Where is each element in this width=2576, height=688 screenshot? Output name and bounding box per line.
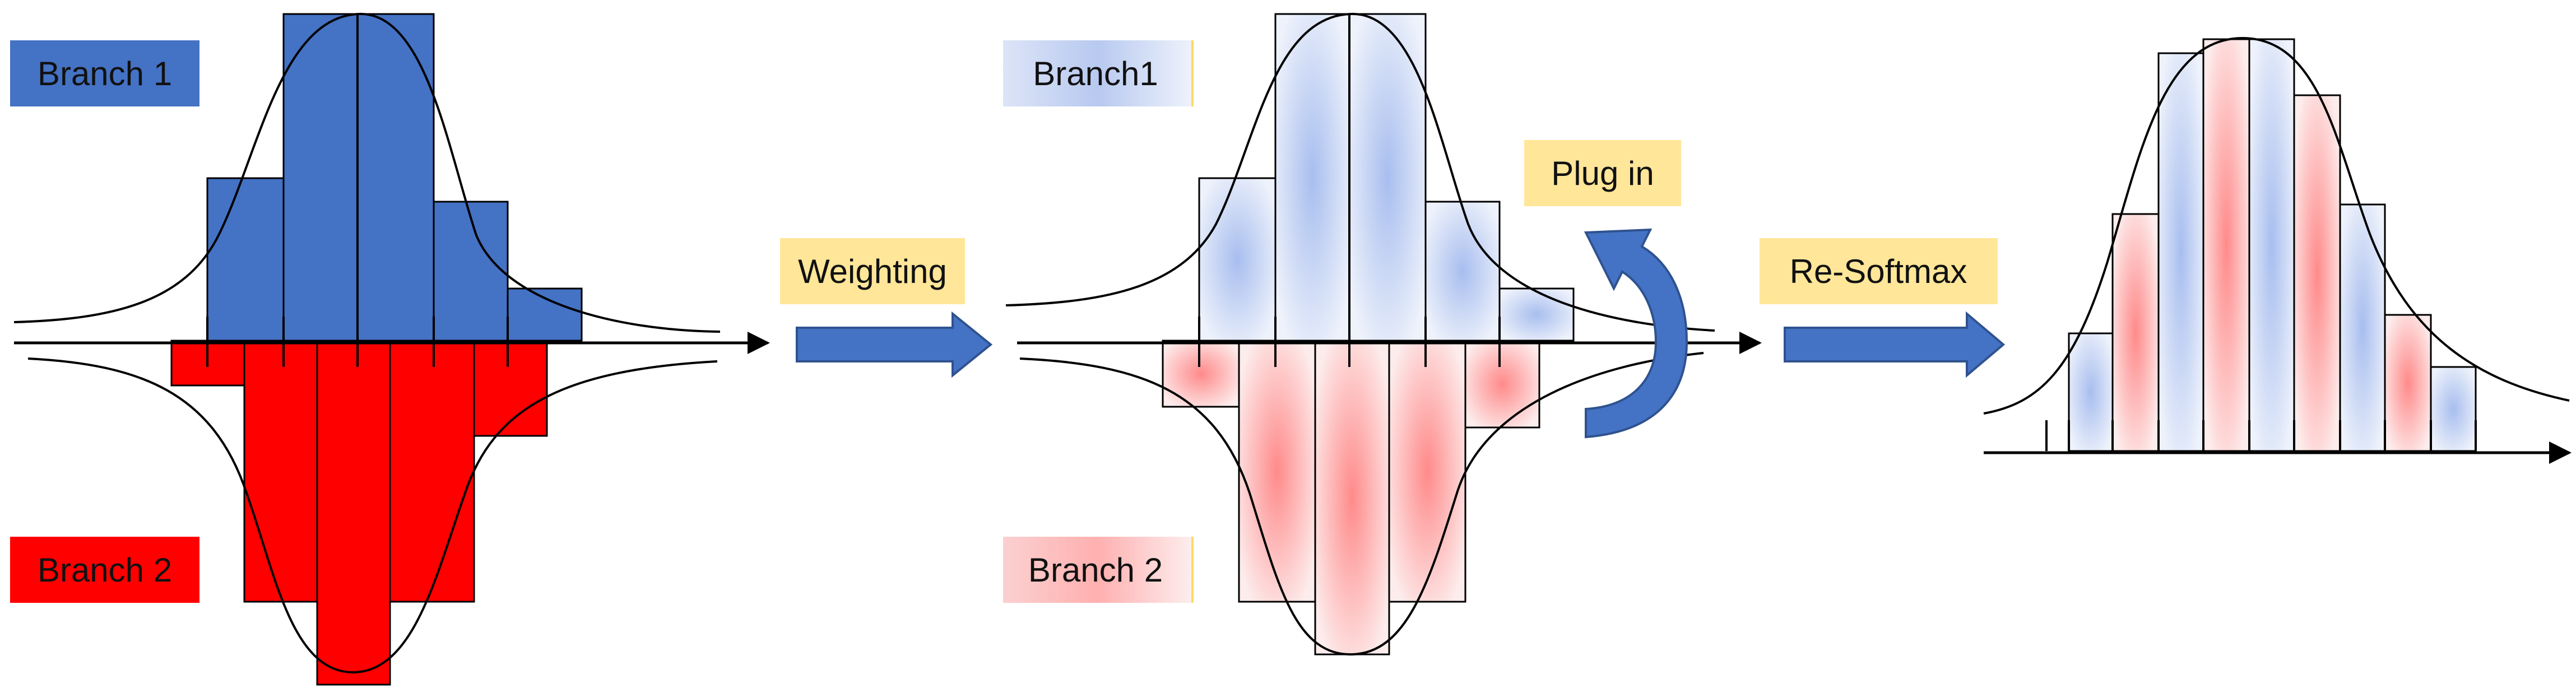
branch1-solid-bars bbox=[206, 13, 583, 342]
branch2-soft-bar-3 bbox=[1314, 340, 1390, 656]
branch1-soft-curve bbox=[1005, 12, 1715, 332]
branch1-soft-bars bbox=[1198, 13, 1575, 342]
branch2-soft-label-text: Branch 2 bbox=[1028, 551, 1163, 589]
branch1-bar-4 bbox=[433, 201, 509, 342]
merged-bar-5 bbox=[2248, 38, 2295, 452]
branch1-bar-3 bbox=[356, 13, 435, 342]
panel3-ticks bbox=[2045, 420, 2477, 451]
merged-bars bbox=[2068, 38, 2477, 452]
branch2-solid-label-text: Branch 2 bbox=[38, 551, 172, 589]
branch1-soft-bar-1 bbox=[1198, 177, 1277, 342]
branch1-solid-curve bbox=[13, 12, 721, 333]
merged-bar-3 bbox=[2157, 52, 2204, 452]
branch1-solid-label: Branch 1 bbox=[10, 40, 199, 106]
re-softmax-label: Re-Softmax bbox=[1790, 253, 1967, 290]
panel-original-branches: Branch 1 Branch 2 bbox=[10, 12, 770, 686]
branch1-soft-bar-4 bbox=[1424, 201, 1501, 342]
plug-in-curved-arrow bbox=[1584, 228, 1688, 439]
plug-in-label-box bbox=[1524, 140, 1681, 206]
branch2-solid-curve bbox=[27, 357, 718, 674]
weighting-label: Weighting bbox=[798, 253, 947, 290]
branch2-soft-bar-5 bbox=[1464, 340, 1540, 429]
branch2-soft-curve bbox=[1019, 352, 1704, 656]
branch1-soft-label: Branch1 bbox=[1003, 40, 1194, 106]
merged-bar-6 bbox=[2293, 94, 2341, 452]
merged-bar-2 bbox=[2111, 213, 2160, 452]
branch1-soft-bar-2 bbox=[1274, 13, 1350, 342]
re-softmax-label-box bbox=[1760, 238, 1998, 304]
branch2-bar-2 bbox=[243, 340, 318, 603]
branch1-soft-label-text: Branch1 bbox=[1033, 55, 1158, 92]
branch1-soft-bar-5 bbox=[1498, 287, 1575, 342]
merged-bar-7 bbox=[2339, 203, 2386, 452]
plug-in-step: Plug in bbox=[1524, 140, 1688, 439]
branch2-bar-3 bbox=[316, 340, 391, 686]
merged-bar-9 bbox=[2430, 366, 2477, 452]
branch1-bar-1 bbox=[206, 177, 285, 342]
branch2-soft-bar-1 bbox=[1162, 340, 1240, 408]
merged-bar-1 bbox=[2068, 332, 2114, 452]
branch2-solid-bars bbox=[170, 340, 548, 686]
branch1-solid-label-text: Branch 1 bbox=[38, 55, 172, 92]
merged-bar-8 bbox=[2384, 314, 2432, 452]
branch1-soft-bar-3 bbox=[1348, 13, 1427, 342]
branch2-soft-bar-2 bbox=[1238, 340, 1316, 603]
plug-in-label: Plug in bbox=[1551, 155, 1654, 192]
merged-bar-4 bbox=[2202, 38, 2250, 452]
branch2-soft-label: Branch 2 bbox=[1003, 537, 1194, 603]
branch1-bar-2 bbox=[282, 13, 359, 342]
weighting-arrow bbox=[796, 311, 993, 378]
branch2-soft-bar-4 bbox=[1388, 340, 1466, 603]
branch2-solid-label: Branch 2 bbox=[10, 537, 199, 603]
branch2-bar-4 bbox=[389, 340, 475, 603]
panel-merged-distribution bbox=[1983, 36, 2572, 464]
branch1-bar-5 bbox=[507, 287, 583, 342]
weighting-step: Weighting bbox=[780, 238, 993, 378]
merged-curve bbox=[1983, 36, 2570, 415]
weighting-label-box bbox=[780, 238, 965, 304]
re-softmax-arrow bbox=[1784, 311, 2006, 378]
branch2-soft-bars bbox=[1162, 340, 1540, 656]
panel-weighted-branches: Branch1 Branch 2 bbox=[1003, 12, 1762, 656]
re-softmax-step: Re-Softmax bbox=[1760, 238, 2006, 378]
